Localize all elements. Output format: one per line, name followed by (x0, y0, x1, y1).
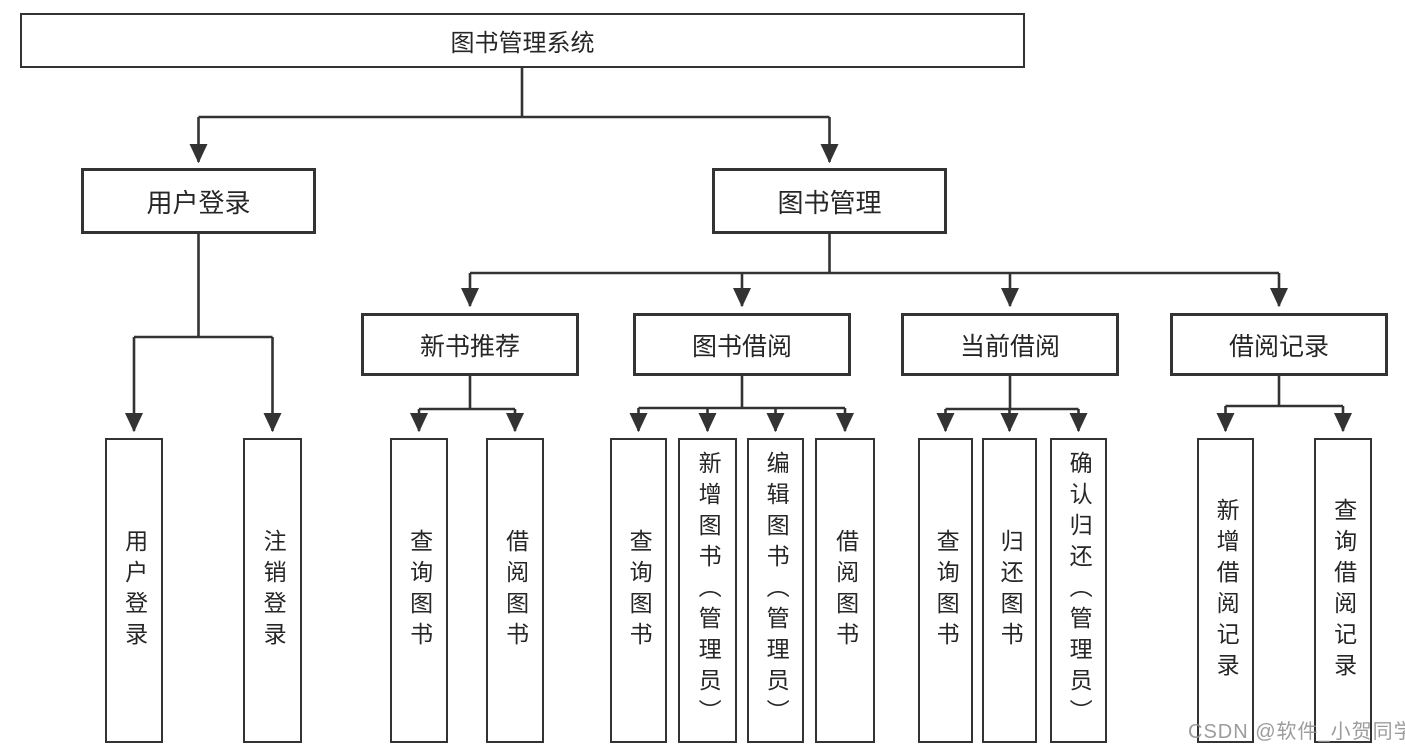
leaf-query-books-borrow: 查询图书 (610, 438, 667, 743)
node-label: 图书管理 (777, 187, 882, 218)
node-label: 用户登录 (146, 187, 251, 218)
leaf-query-books-recommend: 查询图书 (390, 438, 448, 743)
node-label: 确认归还（管理员） (1066, 451, 1093, 730)
leaf-add-borrow-record: 新增借阅记录 (1197, 438, 1254, 743)
leaf-add-books-admin: 新增图书（管理员） (678, 438, 737, 743)
node-label: 用户登录 (121, 528, 148, 653)
node-label: 图书管理系统 (450, 30, 595, 57)
csdn-watermark: CSDN @软件_小贺同学 (1188, 721, 1405, 743)
node-book-borrowing: 图书借阅 (633, 313, 851, 376)
node-library-management-system: 图书管理系统 (20, 13, 1025, 68)
leaf-return-books: 归还图书 (982, 438, 1037, 743)
node-label: 查询图书 (626, 528, 653, 653)
node-label: 当前借阅 (959, 332, 1060, 361)
node-label: 查询借阅记录 (1330, 497, 1357, 684)
node-label: 新增借阅记录 (1213, 497, 1240, 684)
node-new-book-recommendation: 新书推荐 (361, 313, 579, 376)
node-label: 编辑图书（管理员） (763, 451, 790, 730)
node-label: 注销登录 (260, 528, 287, 653)
leaf-query-borrow-record: 查询借阅记录 (1314, 438, 1372, 743)
leaf-confirm-return-admin: 确认归还（管理员） (1050, 438, 1107, 743)
node-label: 借阅记录 (1228, 332, 1329, 361)
node-label: 查询图书 (406, 528, 433, 653)
node-borrowing-records: 借阅记录 (1170, 313, 1388, 376)
node-label: 新增图书（管理员） (695, 451, 722, 730)
node-label: 归还图书 (997, 528, 1024, 653)
leaf-query-books-current: 查询图书 (918, 438, 973, 743)
node-user-login-group: 用户登录 (81, 168, 316, 234)
node-label: 图书借阅 (691, 332, 792, 361)
node-book-management-group: 图书管理 (712, 168, 947, 234)
leaf-borrow-books-recommend: 借阅图书 (486, 438, 544, 743)
node-current-borrowing: 当前借阅 (901, 313, 1119, 376)
node-label: 查询图书 (933, 528, 960, 653)
node-label: 新书推荐 (419, 332, 520, 361)
node-label: 借阅图书 (832, 528, 859, 653)
node-label: 借阅图书 (502, 528, 529, 653)
leaf-user-login: 用户登录 (105, 438, 163, 743)
leaf-edit-books-admin: 编辑图书（管理员） (747, 438, 804, 743)
leaf-logout: 注销登录 (243, 438, 302, 743)
leaf-borrow-books: 借阅图书 (815, 438, 875, 743)
